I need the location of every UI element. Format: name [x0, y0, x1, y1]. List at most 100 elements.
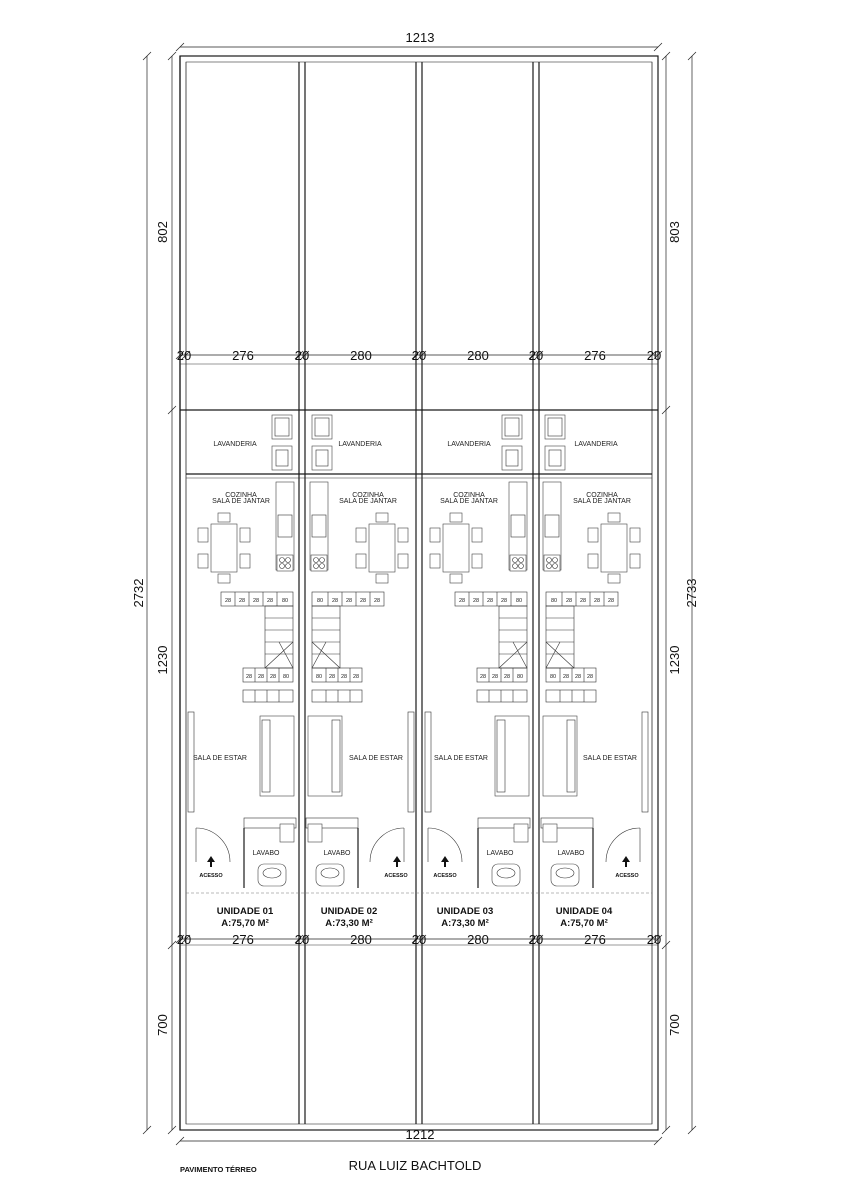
- unit-area: A:73,30 M²: [325, 918, 373, 929]
- wall-label: 20: [295, 932, 309, 947]
- stair-step-label: 28: [332, 598, 338, 604]
- stair-step-label: 28: [360, 598, 366, 604]
- access-label: ACESSO: [615, 873, 639, 879]
- washrooms: [243, 817, 594, 888]
- width-label: 276: [232, 348, 254, 363]
- room-label-washroom: LAVABO: [324, 850, 352, 857]
- room-label-living: SALA DE ESTAR: [583, 755, 637, 762]
- room-label-kitchen: COZINHA: [453, 492, 485, 499]
- stair-step-label: 80: [316, 674, 322, 680]
- stairs-middle: [264, 605, 575, 669]
- stair-step-label: 80: [516, 598, 522, 604]
- access-label: ACESSO: [433, 873, 457, 879]
- stair-step-label: 28: [580, 598, 586, 604]
- room-label-laundry: LAVANDERIA: [447, 441, 491, 448]
- top-dimension: 1213: [175, 30, 663, 52]
- kitchen-labels: COZINHA SALA DE JANTAR COZINHA SALA DE J…: [212, 492, 631, 505]
- stair-step-label: 28: [253, 598, 259, 604]
- kitchen-counters: [275, 481, 562, 572]
- wall-label: 20: [529, 932, 543, 947]
- stair-step-label: 28: [374, 598, 380, 604]
- stair-step-label: 28: [501, 598, 507, 604]
- stair-step-label: 28: [492, 674, 498, 680]
- room-label-living: SALA DE ESTAR: [193, 755, 247, 762]
- stair-step-label: 80: [283, 674, 289, 680]
- room-label-kitchen: COZINHA: [586, 492, 618, 499]
- stair-step-label: 28: [487, 598, 493, 604]
- room-label-laundry: LAVANDERIA: [574, 441, 618, 448]
- bottom-dimension: 1212: [175, 1127, 663, 1146]
- top-width-label: 1213: [406, 30, 435, 45]
- stair-step-label: 28: [239, 598, 245, 604]
- stair-step-label: 28: [504, 674, 510, 680]
- arrow-up-icon: [393, 856, 401, 867]
- arrow-up-icon: [207, 856, 215, 867]
- stair-step-label: 28: [473, 598, 479, 604]
- access-arrows: [207, 856, 630, 867]
- stair-step-label: 28: [575, 674, 581, 680]
- right-rear-label: 803: [667, 221, 682, 243]
- unit-name: UNIDADE 02: [321, 906, 378, 917]
- wall-label: 20: [177, 348, 191, 363]
- width-dimension-top: 20 20 20 20 20 276 280 280 276: [175, 348, 663, 363]
- stair-step-label: 28: [594, 598, 600, 604]
- side-windows: [187, 711, 649, 813]
- access-label: ACESSO: [384, 873, 408, 879]
- stair-step-label: 28: [587, 674, 593, 680]
- wall-label: 20: [647, 348, 661, 363]
- left-front-label: 700: [155, 1014, 170, 1036]
- stair-step-label: 80: [517, 674, 523, 680]
- wall-label: 20: [177, 932, 191, 947]
- stair-step-label: 28: [566, 598, 572, 604]
- horizontal-divisions: [180, 363, 658, 946]
- wall-label: 20: [295, 348, 309, 363]
- room-label-living: SALA DE ESTAR: [349, 755, 403, 762]
- living-labels: SALA DE ESTAR SALA DE ESTAR SALA DE ESTA…: [193, 755, 637, 762]
- unit-labels: UNIDADE 01 A:75,70 M² UNIDADE 02 A:73,30…: [217, 906, 613, 929]
- stair-step-label: 80: [550, 674, 556, 680]
- width-label: 280: [350, 932, 372, 947]
- wall-label: 20: [647, 932, 661, 947]
- stair-step-label: 28: [480, 674, 486, 680]
- room-label-washroom: LAVABO: [253, 850, 281, 857]
- dining-tables: [197, 512, 641, 584]
- room-label-laundry: LAVANDERIA: [213, 441, 257, 448]
- entrance-doors: [195, 827, 641, 863]
- wall-label: 20: [529, 348, 543, 363]
- street-label: RUA LUIZ BACHTOLD: [349, 1158, 482, 1173]
- unit-area: A:75,70 M²: [560, 918, 608, 929]
- room-label-dining: SALA DE JANTAR: [212, 498, 270, 505]
- right-middle-label: 1230: [667, 646, 682, 675]
- room-label-dining: SALA DE JANTAR: [440, 498, 498, 505]
- width-label: 276: [584, 348, 606, 363]
- stair-step-label: 80: [551, 598, 557, 604]
- stair-step-label: 28: [329, 674, 335, 680]
- stair-step-label: 28: [459, 598, 465, 604]
- room-label-dining: SALA DE JANTAR: [339, 498, 397, 505]
- bottom-width-label: 1212: [406, 1127, 435, 1142]
- left-total-label: 2732: [131, 579, 146, 608]
- stair-step-label: 28: [563, 674, 569, 680]
- unit-name: UNIDADE 01: [217, 906, 274, 917]
- stair-step-label: 28: [341, 674, 347, 680]
- room-label-washroom: LAVABO: [558, 850, 586, 857]
- arrow-up-icon: [622, 856, 630, 867]
- sofas: [259, 715, 578, 797]
- party-walls: [179, 56, 653, 1130]
- right-total-label: 2733: [684, 579, 699, 608]
- room-label-kitchen: COZINHA: [225, 492, 257, 499]
- access-labels: ACESSO ACESSO ACESSO ACESSO: [199, 873, 639, 879]
- unit-area: A:73,30 M²: [441, 918, 489, 929]
- wall-label: 20: [412, 932, 426, 947]
- width-label: 280: [467, 348, 489, 363]
- stair-step-label: 28: [267, 598, 273, 604]
- left-middle-label: 1230: [155, 646, 170, 675]
- room-label-living: SALA DE ESTAR: [434, 755, 488, 762]
- unit-name: UNIDADE 04: [556, 906, 613, 917]
- stairs-upper: 28 28 28 28 80 80 28 28 28 28 28 28 28 2…: [220, 591, 619, 607]
- right-front-label: 700: [667, 1014, 682, 1036]
- stair-step-label: 28: [258, 674, 264, 680]
- floor-label: PAVIMENTO TÉRREO: [180, 1165, 257, 1174]
- stair-step-label: 28: [608, 598, 614, 604]
- lot-boundary: [179, 55, 659, 1131]
